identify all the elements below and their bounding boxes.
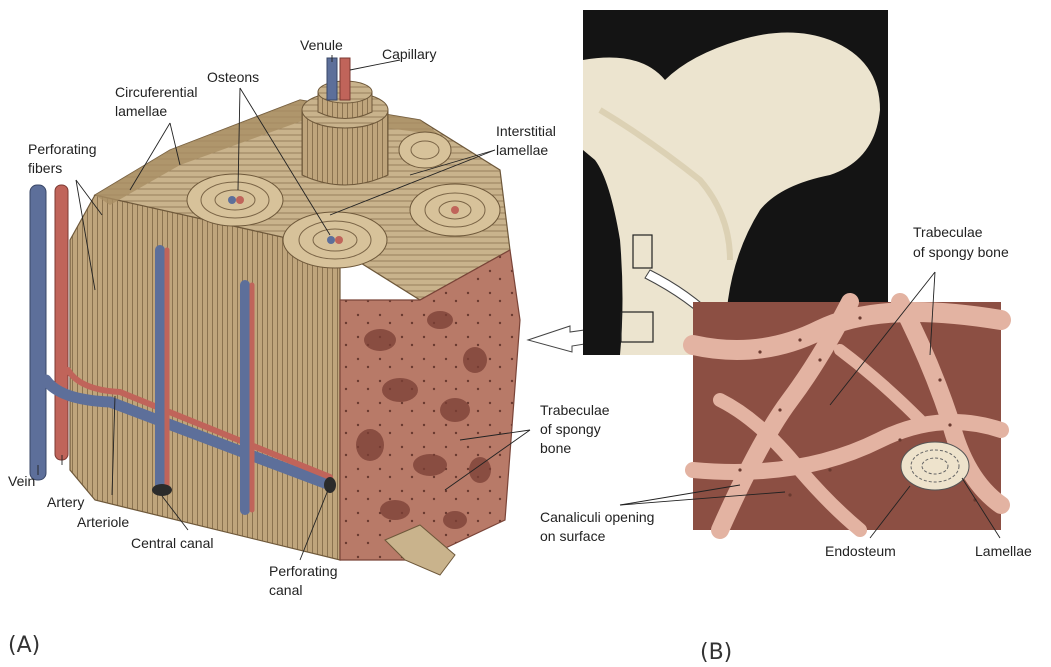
label-perforating-fibers-line2: fibers [28, 160, 62, 176]
label-trabeculae-a-line2: of spongy [540, 421, 601, 437]
label-arteriole: Arteriole [77, 514, 129, 530]
label-trabeculae-a-line3: bone [540, 440, 571, 456]
vein-vessel [30, 185, 46, 480]
osteon [283, 212, 387, 268]
perforating-canal-opening [324, 477, 336, 493]
label-osteons: Osteons [207, 69, 259, 85]
osteon [399, 132, 451, 168]
osteon [410, 184, 500, 236]
label-capillary: Capillary [382, 46, 436, 62]
label-interstitial-line1: Interstitial [496, 123, 556, 139]
central-canal-opening [152, 484, 172, 496]
label-trabeculae-b-line2: of spongy bone [913, 244, 1009, 260]
label-perforating-canal-line1: Perforating [269, 563, 337, 579]
label-perforating-fibers-line1: Perforating [28, 141, 96, 157]
label-trabeculae-b-line1: Trabeculae [913, 224, 983, 240]
osteon [187, 174, 283, 226]
label-endosteum: Endosteum [825, 543, 896, 559]
artery-vessel [55, 185, 68, 460]
label-interstitial-line2: lamellae [496, 142, 548, 158]
label-artery: Artery [47, 494, 84, 510]
label-canaliculi-line1: Canaliculi opening [540, 509, 654, 525]
panel-letter-a: (A) [8, 633, 40, 658]
label-central-canal: Central canal [131, 535, 214, 551]
label-circumferential-line1: Circuferential [115, 84, 197, 100]
label-perforating-canal-line2: canal [269, 582, 302, 598]
label-trabeculae-a-line1: Trabeculae [540, 402, 610, 418]
label-circumferential-line2: lamellae [115, 103, 167, 119]
label-vein: Vein [8, 473, 35, 489]
raised-osteon-cylinder [302, 58, 388, 185]
label-lamellae: Lamellae [975, 543, 1032, 559]
spongy-bone-block [340, 250, 520, 575]
panel-letter-b: (B) [700, 640, 732, 665]
label-canaliculi-line2: on surface [540, 528, 606, 544]
label-venule: Venule [300, 37, 343, 53]
